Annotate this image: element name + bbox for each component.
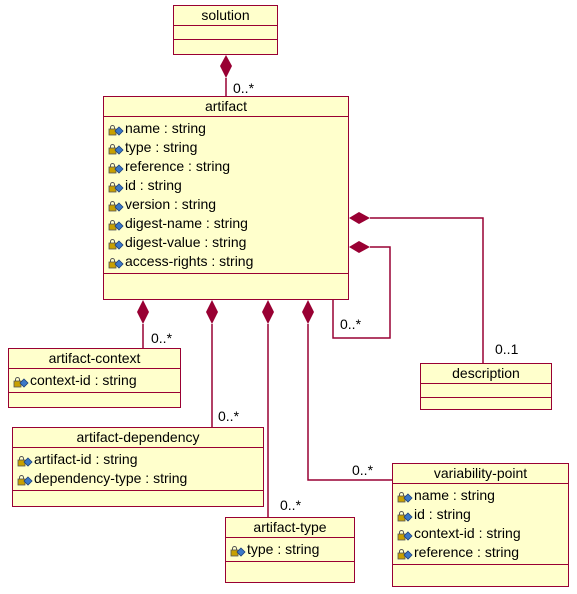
attribute-label: type : string [125, 139, 198, 155]
attribute-label: name : string [414, 487, 495, 503]
attribute-icon [397, 490, 413, 503]
class-operations-compartment [104, 274, 348, 284]
class-description[interactable]: description [420, 363, 552, 410]
class-solution[interactable]: solution [173, 5, 278, 55]
class-name: artifact-type [226, 518, 354, 538]
attribute-label: id : string [125, 177, 182, 193]
attribute-icon [108, 218, 124, 231]
multiplicity-artifact-self: 0..* [340, 316, 362, 332]
class-variability-point[interactable]: variability-point name : string id : stri… [392, 463, 569, 587]
attribute-row[interactable]: digest-value : string [108, 233, 348, 252]
class-attributes-compartment: name : string type : string reference : st… [104, 117, 348, 274]
class-name: variability-point [393, 464, 568, 484]
attribute-row[interactable]: id : string [397, 505, 568, 524]
connector-artifact-description [370, 217, 484, 363]
attribute-label: access-rights : string [125, 253, 254, 269]
attribute-row[interactable]: type : string [230, 540, 354, 559]
attribute-icon [108, 123, 124, 136]
attribute-label: type : string [247, 541, 320, 557]
class-attributes-compartment: artifact-id : string dependency-type : st… [13, 448, 263, 491]
class-name: description [421, 364, 551, 384]
attribute-row[interactable]: name : string [397, 486, 568, 505]
attribute-row[interactable]: type : string [108, 138, 348, 157]
attribute-icon [108, 256, 124, 269]
attribute-label: reference : string [414, 544, 520, 560]
attribute-icon [108, 237, 124, 250]
attribute-icon [108, 199, 124, 212]
multiplicity-artifact-description: 0..1 [495, 341, 519, 357]
attribute-row[interactable]: dependency-type : string [17, 469, 263, 488]
attribute-row[interactable]: version : string [108, 195, 348, 214]
class-operations-compartment [421, 398, 551, 408]
class-operations-compartment [174, 40, 277, 50]
composition-diamond-description [349, 212, 370, 224]
class-operations-compartment [13, 491, 263, 501]
class-attributes-compartment [174, 26, 277, 40]
attribute-icon [108, 142, 124, 155]
attribute-label: digest-value : string [125, 234, 247, 250]
attribute-label: context-id : string [414, 525, 521, 541]
class-name: artifact-dependency [13, 428, 263, 448]
class-name: artifact [104, 97, 348, 117]
attribute-icon [397, 509, 413, 522]
attribute-icon [397, 528, 413, 541]
class-attributes-compartment: name : string id : string context-id : str… [393, 484, 568, 565]
class-operations-compartment [226, 562, 354, 572]
attribute-row[interactable]: reference : string [397, 543, 568, 562]
class-name: solution [174, 6, 277, 26]
class-artifact[interactable]: artifact name : string type : string refer… [103, 96, 349, 300]
attribute-icon [17, 454, 33, 467]
attribute-row[interactable]: context-id : string [13, 371, 180, 390]
class-name: artifact-context [9, 349, 180, 369]
attribute-icon [397, 547, 413, 560]
attribute-row[interactable]: artifact-id : string [17, 450, 263, 469]
multiplicity-solution-artifact: 0..* [233, 80, 255, 96]
attribute-label: dependency-type : string [34, 470, 188, 486]
class-operations-compartment [393, 565, 568, 575]
class-operations-compartment [9, 393, 180, 403]
attribute-label: artifact-id : string [34, 451, 138, 467]
class-artifact-dependency[interactable]: artifact-dependency artifact-id : string… [12, 427, 264, 507]
attribute-row[interactable]: digest-name : string [108, 214, 348, 233]
multiplicity-artifact-dependency: 0..* [218, 408, 240, 424]
composition-diamond-dependency [206, 300, 218, 324]
attribute-label: version : string [125, 196, 217, 212]
attribute-row[interactable]: id : string [108, 176, 348, 195]
composition-diamond-type [262, 300, 274, 324]
class-artifact-context[interactable]: artifact-context context-id : string [8, 348, 181, 408]
attribute-label: reference : string [125, 158, 231, 174]
attribute-row[interactable]: context-id : string [397, 524, 568, 543]
attribute-icon [17, 473, 33, 486]
attribute-label: name : string [125, 120, 206, 136]
connector-variability-point [307, 324, 392, 481]
attribute-icon [108, 180, 124, 193]
composition-diamond-solution [220, 55, 232, 78]
attribute-icon [230, 544, 246, 557]
attribute-label: context-id : string [30, 372, 137, 388]
attribute-label: id : string [414, 506, 471, 522]
attribute-icon [108, 161, 124, 174]
class-artifact-type[interactable]: artifact-type type : string [225, 517, 355, 583]
attribute-row[interactable]: reference : string [108, 157, 348, 176]
multiplicity-artifact-type: 0..* [280, 497, 302, 513]
class-attributes-compartment [421, 384, 551, 398]
multiplicity-variability-point: 0..* [352, 462, 374, 478]
attribute-row[interactable]: access-rights : string [108, 252, 348, 271]
attribute-label: digest-name : string [125, 215, 248, 231]
composition-diamond-self [349, 241, 370, 253]
connector-artifact-self [332, 246, 391, 339]
composition-diamond-context [137, 300, 149, 324]
multiplicity-artifact-context: 0..* [151, 330, 173, 346]
attribute-icon [13, 375, 29, 388]
class-attributes-compartment: type : string [226, 538, 354, 562]
attribute-row[interactable]: name : string [108, 119, 348, 138]
composition-diamond-variability [302, 300, 314, 324]
class-attributes-compartment: context-id : string [9, 369, 180, 393]
